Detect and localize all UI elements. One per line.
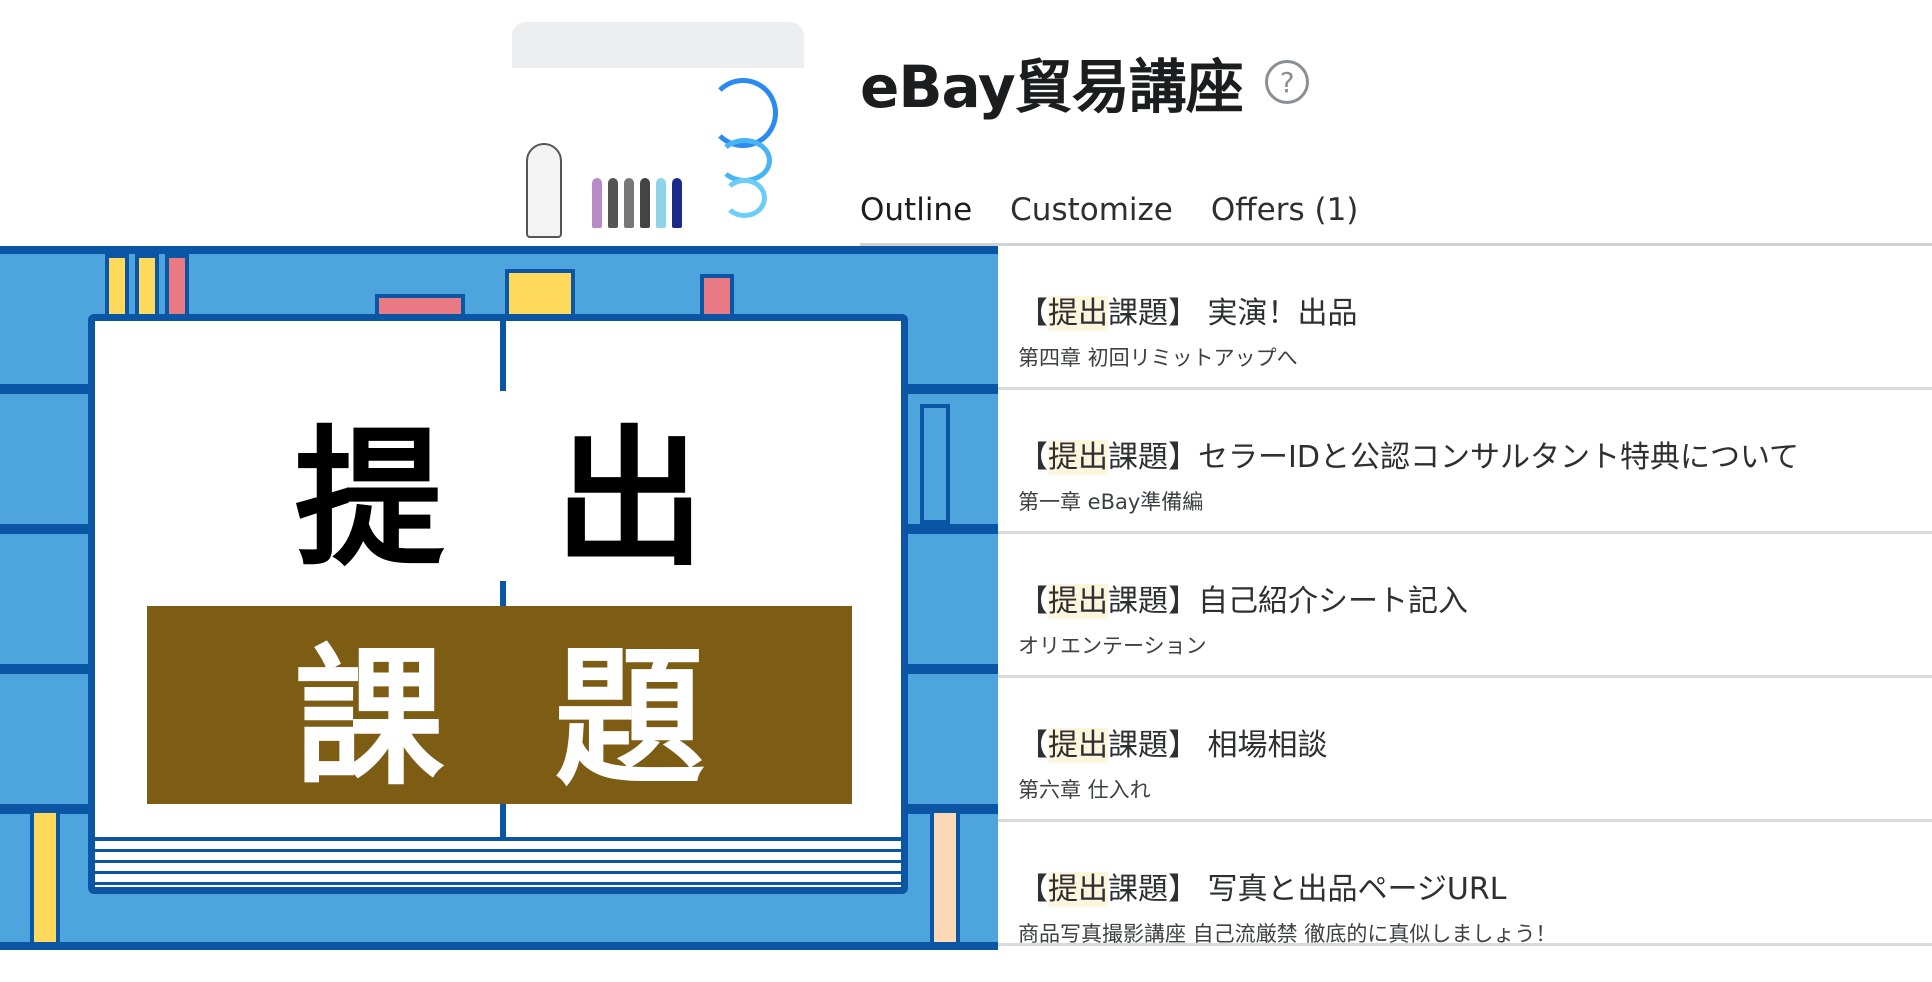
result-subtitle: オリエンテーション bbox=[1018, 634, 1207, 658]
tab-outline[interactable]: Outline bbox=[860, 192, 973, 228]
title-rest: 課題】 写真と出品ページURL bbox=[1108, 872, 1507, 907]
result-subtitle: 商品写真撮影講座 自己流厳禁 徹底的に真似しましょう！ bbox=[1018, 922, 1557, 946]
title-prefix: 【 bbox=[1018, 728, 1048, 763]
assignment-banner-image[interactable]: 提 出 課 題 bbox=[0, 246, 998, 950]
search-highlight: 提出 bbox=[1048, 440, 1108, 475]
result-item[interactable]: 【提出課題】自己紹介シート記入 オリエンテーション bbox=[998, 534, 1932, 678]
result-subtitle: 第一章 eBay準備編 bbox=[1018, 490, 1204, 514]
search-highlight: 提出 bbox=[1048, 296, 1108, 331]
search-results-list: 【提出課題】 実演！出品 第四章 初回リミットアップへ 【提出課題】セラーIDと… bbox=[998, 246, 1932, 946]
title-rest: 課題】セラーIDと公認コンサルタント特典について bbox=[1108, 440, 1800, 475]
title-prefix: 【 bbox=[1018, 440, 1048, 475]
result-title: 【提出課題】 相場相談 bbox=[1018, 720, 1932, 764]
banner-char: 出 bbox=[554, 410, 705, 587]
result-item[interactable]: 【提出課題】 相場相談 第六章 仕入れ bbox=[998, 678, 1932, 822]
search-highlight: 提出 bbox=[1048, 728, 1108, 763]
result-title: 【提出課題】 実演！出品 bbox=[1018, 288, 1932, 332]
title-rest: 課題】 相場相談 bbox=[1108, 728, 1328, 763]
title-rest: 課題】自己紹介シート記入 bbox=[1108, 584, 1468, 619]
course-title-text: eBay貿易講座 bbox=[860, 53, 1244, 121]
result-item[interactable]: 【提出課題】 写真と出品ページURL 商品写真撮影講座 自己流厳禁 徹底的に真似… bbox=[998, 822, 1932, 946]
course-thumbnail[interactable] bbox=[512, 22, 804, 247]
course-tabs: Outline Customize Offers (1) bbox=[860, 192, 1358, 228]
result-item[interactable]: 【提出課題】 実演！出品 第四章 初回リミットアップへ bbox=[998, 246, 1932, 390]
result-item[interactable]: 【提出課題】セラーIDと公認コンサルタント特典について 第一章 eBay準備編 bbox=[998, 390, 1932, 534]
banner-char: 課 bbox=[294, 631, 445, 806]
title-prefix: 【 bbox=[1018, 584, 1048, 619]
title-prefix: 【 bbox=[1018, 296, 1048, 331]
course-title: eBay貿易講座 ? bbox=[860, 40, 1309, 124]
result-subtitle: 第四章 初回リミットアップへ bbox=[1018, 346, 1298, 370]
search-highlight: 提出 bbox=[1048, 872, 1108, 907]
result-title: 【提出課題】 写真と出品ページURL bbox=[1018, 864, 1932, 908]
banner-char: 提 bbox=[294, 410, 445, 587]
course-image bbox=[512, 68, 804, 247]
tab-customize[interactable]: Customize bbox=[1010, 192, 1173, 228]
banner-char: 題 bbox=[554, 631, 705, 806]
open-book: 提 出 課 題 bbox=[88, 314, 908, 894]
tab-divider bbox=[860, 243, 1932, 246]
help-icon[interactable]: ? bbox=[1264, 60, 1309, 104]
title-rest: 課題】 実演！出品 bbox=[1108, 296, 1358, 331]
tab-offers[interactable]: Offers (1) bbox=[1210, 192, 1359, 228]
result-title: 【提出課題】自己紹介シート記入 bbox=[1018, 576, 1932, 620]
result-title: 【提出課題】セラーIDと公認コンサルタント特典について bbox=[1018, 432, 1932, 476]
search-highlight: 提出 bbox=[1048, 584, 1108, 619]
title-prefix: 【 bbox=[1018, 872, 1048, 907]
result-subtitle: 第六章 仕入れ bbox=[1018, 778, 1151, 802]
